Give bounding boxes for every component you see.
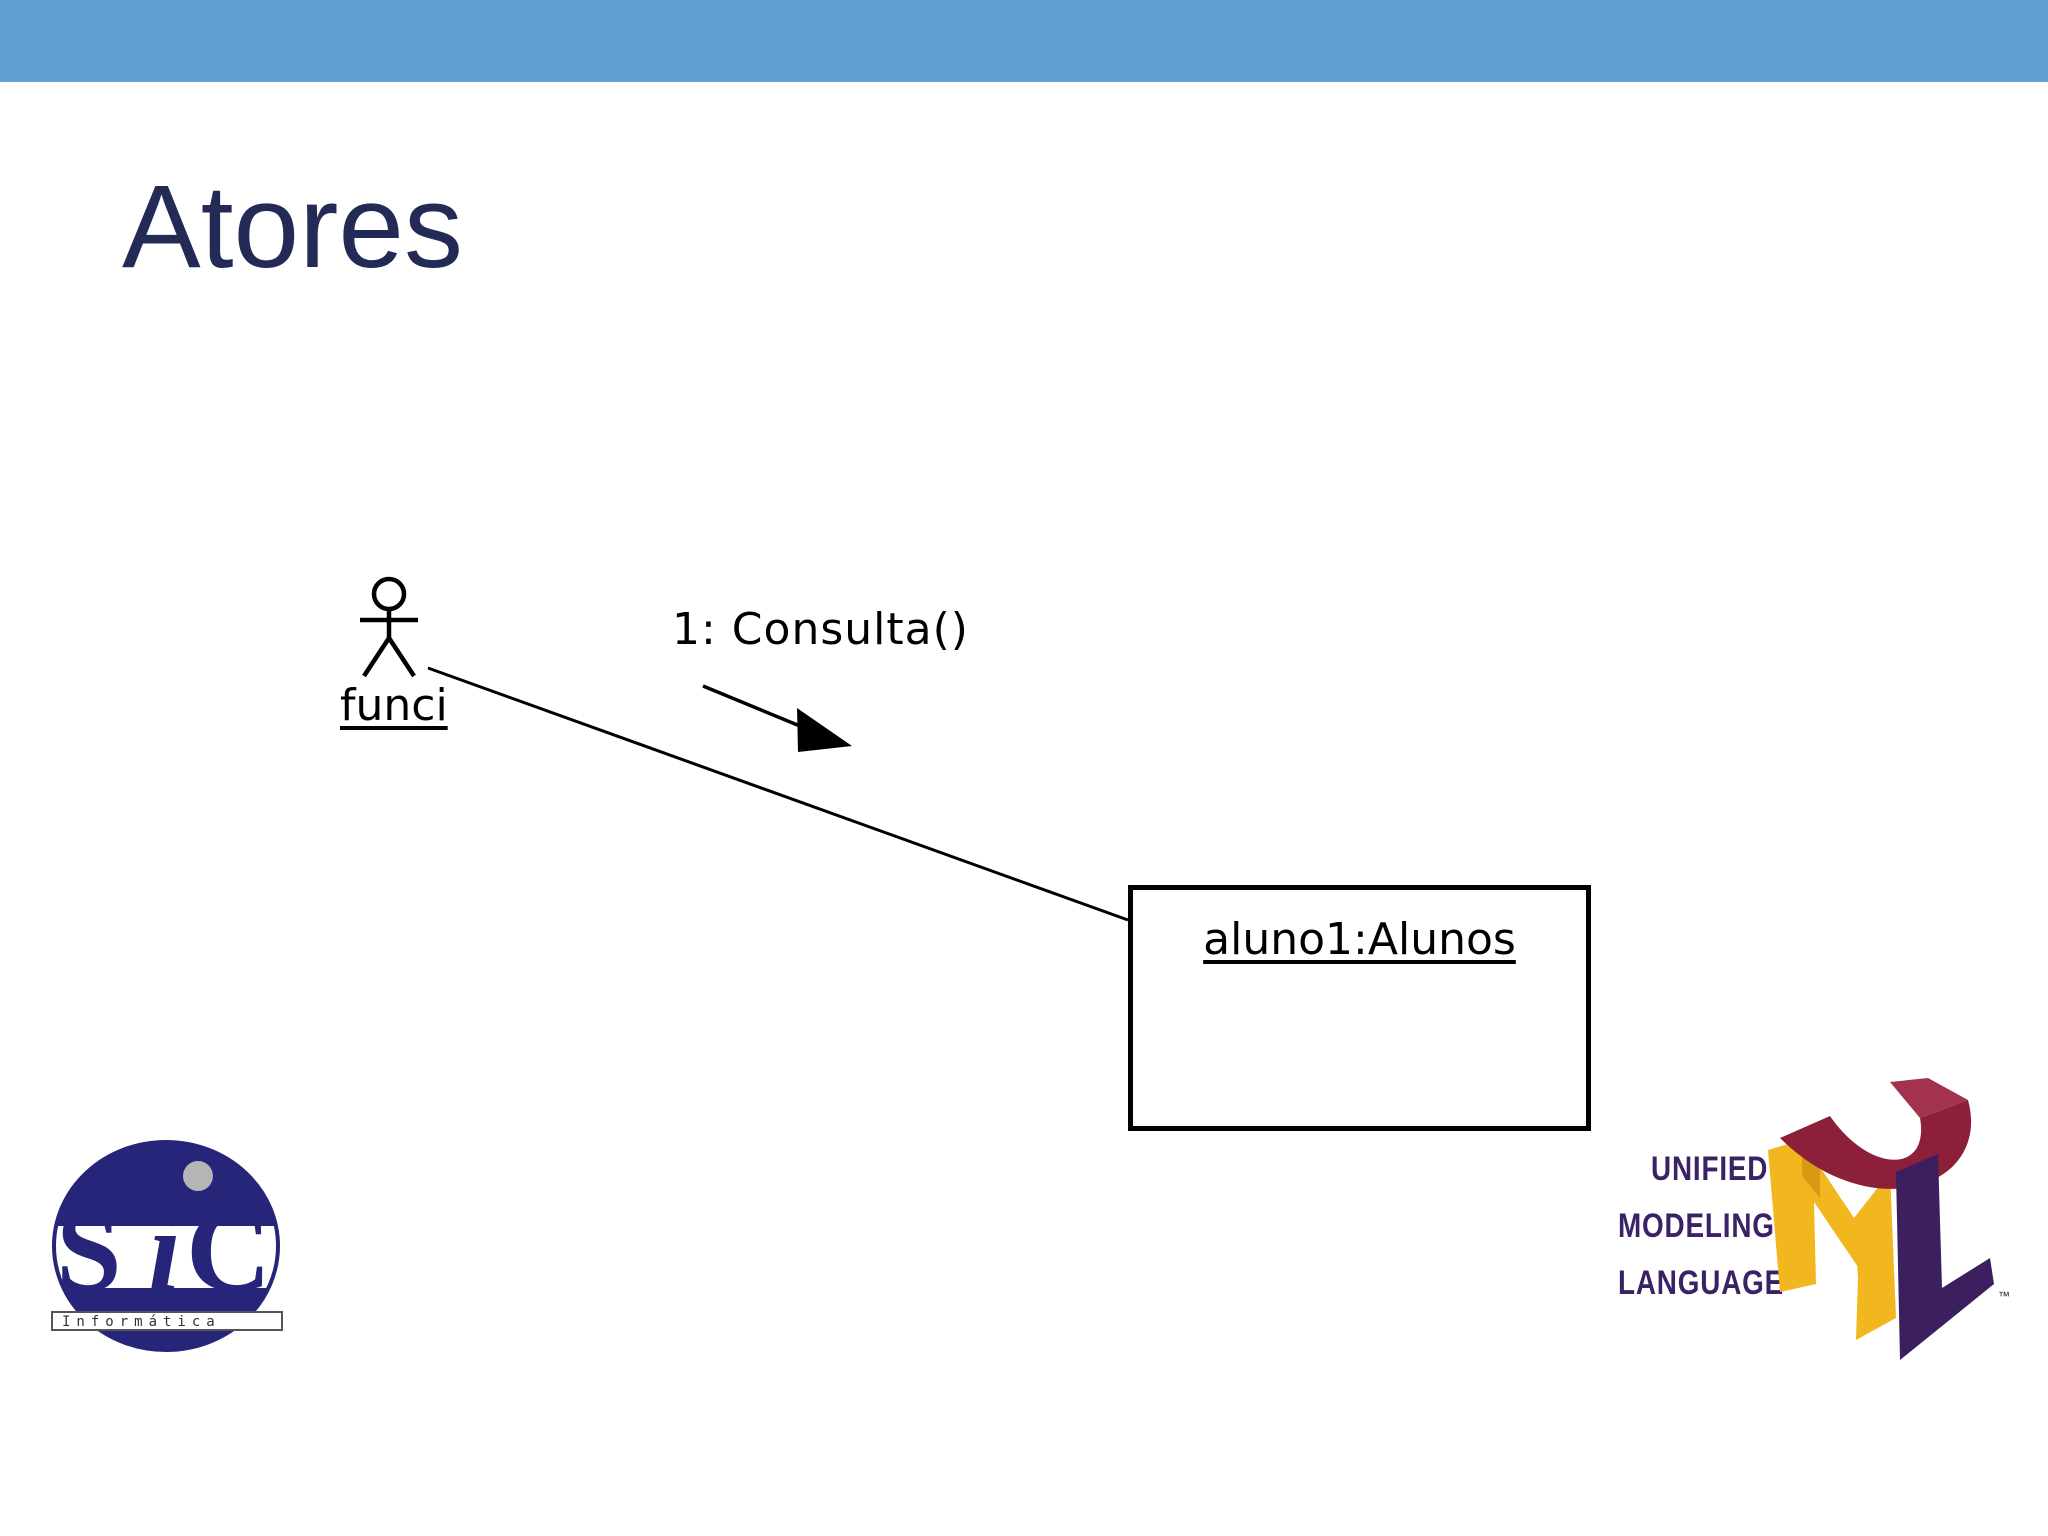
object-label: aluno1:Alunos bbox=[1203, 914, 1516, 965]
sic-logo-subtext: Informática bbox=[62, 1314, 221, 1330]
sic-logo: S i C Informática bbox=[48, 1140, 288, 1352]
slide-title: Atores bbox=[122, 161, 464, 293]
uml-line-3: LANGUAGE bbox=[1618, 1264, 1785, 1302]
object-box: aluno1:Alunos bbox=[1128, 885, 1591, 1131]
message-arrow-icon bbox=[702, 684, 852, 752]
uml-line-2: MODELING bbox=[1618, 1207, 1775, 1245]
svg-text:i: i bbox=[148, 1185, 181, 1316]
svg-text:C: C bbox=[186, 1185, 271, 1316]
actor-label: funci bbox=[340, 680, 448, 731]
message-label: 1: Consulta() bbox=[672, 604, 969, 655]
actor-stick-figure-icon bbox=[360, 576, 418, 678]
uml-line-1: UNIFIED bbox=[1651, 1150, 1769, 1188]
uml-logo-mark: ™ bbox=[1768, 1078, 2010, 1360]
header-bar bbox=[0, 0, 2048, 82]
association-link bbox=[427, 666, 1129, 922]
svg-text:S: S bbox=[56, 1185, 122, 1316]
uml-tm: ™ bbox=[1998, 1289, 2010, 1303]
